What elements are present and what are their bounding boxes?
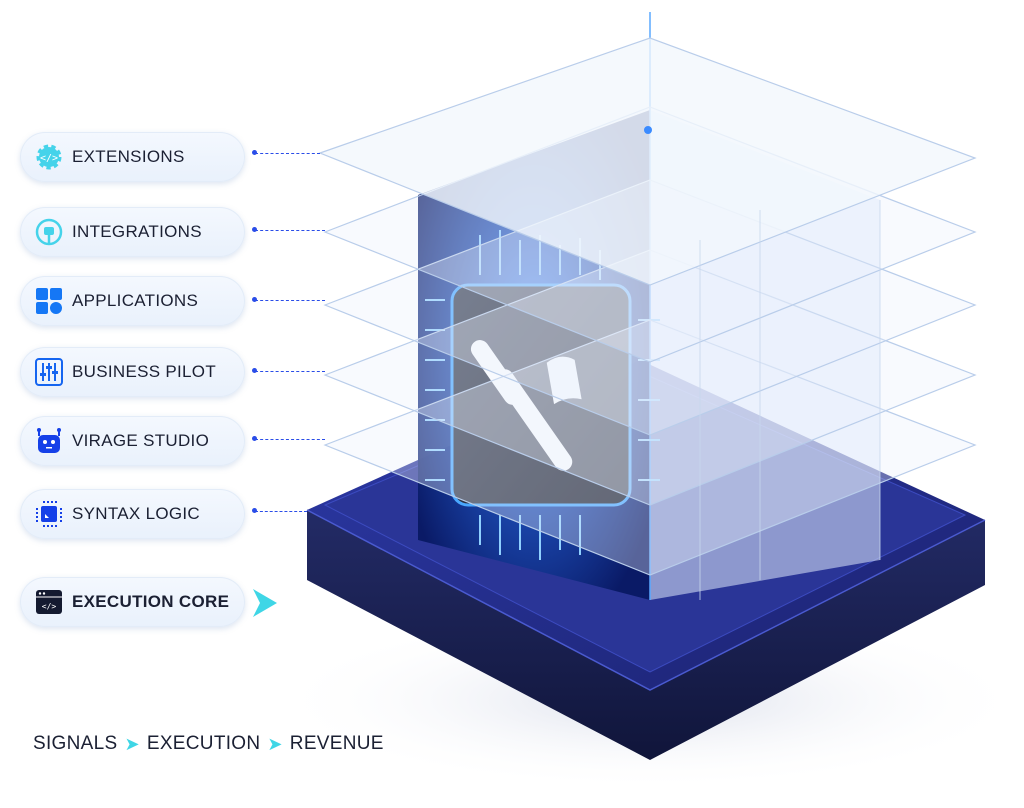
layer-label: SYNTAX LOGIC	[72, 504, 200, 523]
chip-icon	[34, 499, 64, 529]
layer-syntax-logic[interactable]: SYNTAX LOGIC	[20, 489, 245, 539]
flow-step: SIGNALS	[33, 733, 118, 754]
robot-icon	[34, 426, 64, 456]
code-window-icon: </>	[34, 587, 64, 617]
layer-label: VIRAGE STUDIO	[72, 431, 210, 450]
connector-line	[252, 297, 325, 302]
layer-label: APPLICATIONS	[72, 291, 199, 310]
connector-line	[252, 227, 325, 232]
layer-label: BUSINESS PILOT	[72, 362, 217, 381]
layer-virage-studio[interactable]: VIRAGE STUDIO	[20, 416, 245, 466]
glass-layers	[318, 37, 977, 576]
core-chip	[450, 283, 632, 507]
connector-line	[252, 150, 320, 155]
layer-label: EXECUTION CORE	[72, 592, 230, 611]
chevron-right-icon	[253, 589, 277, 617]
svg-text:</>: </>	[40, 153, 58, 164]
layer-label: INTEGRATIONS	[72, 222, 202, 241]
apps-grid-icon	[34, 286, 64, 316]
connector-line	[252, 508, 307, 513]
sliders-icon	[34, 357, 64, 387]
chevron-right-icon: ➤	[267, 733, 283, 754]
connector-line	[252, 368, 325, 373]
flow-step: EXECUTION	[146, 733, 261, 754]
connector-line	[252, 436, 325, 441]
layer-label: EXTENSIONS	[72, 147, 185, 166]
logo-mark	[470, 340, 582, 471]
svg-text:</>: </>	[42, 602, 57, 611]
layer-extensions[interactable]: </> EXTENSIONS	[20, 132, 245, 182]
flow-tagline: SIGNALS ➤ EXECUTION ➤ REVENUE	[33, 733, 384, 755]
layer-applications[interactable]: APPLICATIONS	[20, 276, 245, 326]
flow-step: REVENUE	[289, 733, 384, 754]
gear-code-icon: </>	[34, 142, 64, 172]
layer-execution-core[interactable]: </> EXECUTION CORE	[20, 577, 245, 627]
plug-icon	[34, 217, 64, 247]
layer-business-pilot[interactable]: BUSINESS PILOT	[20, 347, 245, 397]
layer-integrations[interactable]: INTEGRATIONS	[20, 207, 245, 257]
chevron-right-icon: ➤	[124, 733, 140, 754]
